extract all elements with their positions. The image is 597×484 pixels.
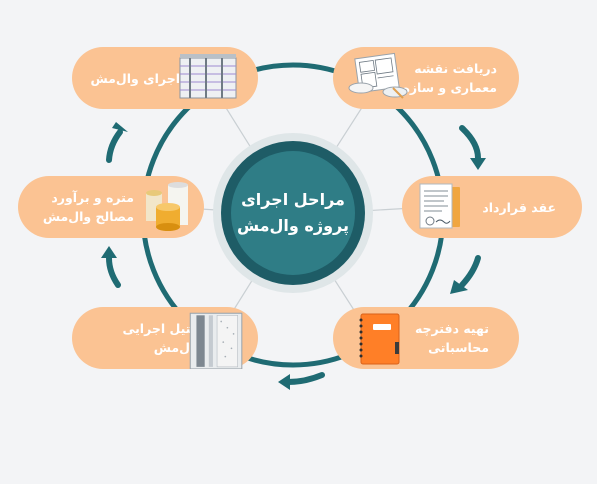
step-label: اجرای وال‌مش — [90, 70, 180, 86]
center-title: مراحل اجرای پروژه وال‌مش — [220, 158, 366, 268]
step-blueprint-pill: دریافت نقشه معماری و سازه — [333, 47, 519, 109]
step-materials-pill: متره و برآورد مصالح وال‌مش — [18, 176, 204, 238]
contract-document-icon — [419, 183, 460, 229]
arrow-5-icon — [106, 129, 123, 163]
wallmesh-frame-icon — [179, 54, 237, 99]
center-disc-inner — [231, 151, 355, 275]
flow-arrows — [106, 125, 481, 385]
arrow-1-icon — [459, 125, 481, 161]
step-detail-pill: دیتیل اجرایی وال‌مش — [72, 307, 258, 369]
step-label: عقد قرارداد — [482, 199, 556, 215]
arrow-2-icon — [459, 255, 481, 288]
step-notebook-pill: تهیه دفترچه محاسباتی — [333, 307, 519, 369]
step-label: تهیه دفترچه محاسباتی — [414, 321, 489, 355]
orange-notebook-icon — [359, 313, 400, 365]
center-title-line1: مراحل اجرای — [241, 190, 345, 209]
step-execution-pill: اجرای وال‌مش — [72, 47, 258, 109]
arrow-4-icon — [106, 255, 121, 288]
blueprint-drawings-icon — [348, 52, 408, 99]
arrow-3-icon — [285, 372, 325, 385]
arrow-heads — [101, 122, 486, 390]
material-rolls-icon — [146, 182, 188, 231]
step-contract-pill: عقد قرارداد — [402, 176, 582, 238]
step-label: متره و برآورد مصالح وال‌مش — [42, 190, 134, 224]
center-title-line2: پروژه وال‌مش — [237, 216, 349, 235]
wall-detail-panel-icon — [189, 312, 243, 369]
step-label: دریافت نقشه معماری و سازه — [402, 61, 497, 95]
